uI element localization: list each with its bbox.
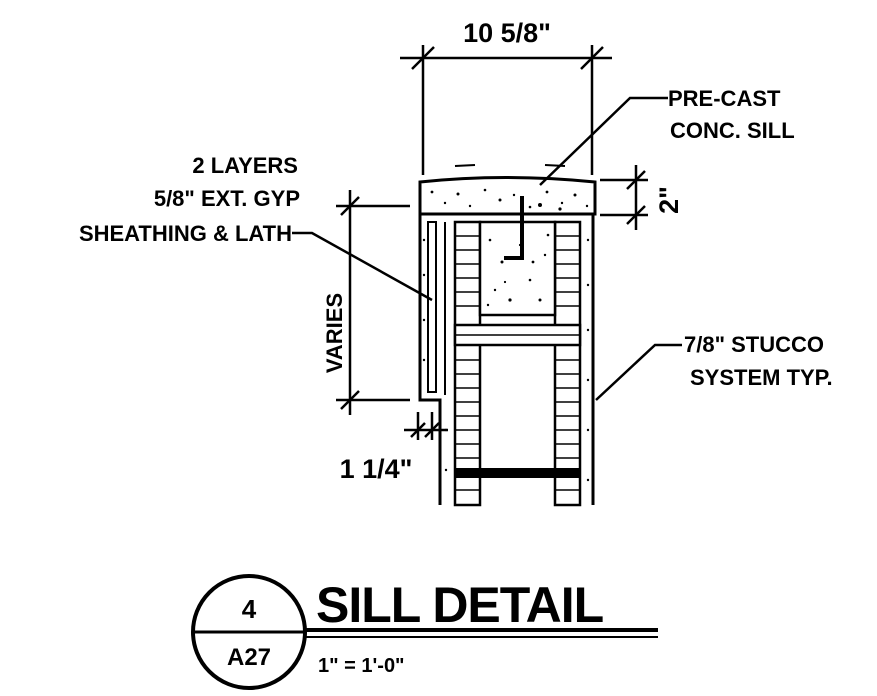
leaders (292, 96, 682, 401)
varies-dimension (336, 190, 410, 415)
sill-stipple (430, 188, 589, 211)
sill-height-dimension (600, 165, 648, 230)
gyp-note-line3: SHEATHING & LATH (79, 221, 292, 246)
precast-sill (418, 176, 597, 216)
width-dimension-label: 10 5/8" (463, 18, 551, 48)
gyp-note-line1: 2 LAYERS (192, 153, 298, 178)
gyp-note-line2: 5/8" EXT. GYP (154, 186, 300, 211)
detail-title: SILL DETAIL (316, 577, 603, 633)
precast-note-line2: CONC. SILL (670, 118, 795, 143)
stucco-note-line1: 7/8" STUCCO (684, 332, 824, 357)
stucco-stipple (422, 238, 590, 482)
varies-label: VARIES (322, 293, 347, 373)
detail-number: 4 (242, 594, 257, 624)
width-dimension (400, 45, 612, 175)
sheet-number: A27 (227, 644, 271, 671)
precast-note-line1: PRE-CAST (668, 86, 781, 111)
detail-bubble (191, 574, 307, 690)
stucco-note-line2: SYSTEM TYP. (690, 365, 833, 390)
wall-section (418, 164, 597, 507)
masonry-courses (455, 235, 580, 491)
grout-stipple (486, 233, 550, 307)
offset-label: 1 1/4" (340, 454, 413, 484)
sill-height-label: 2" (654, 186, 684, 214)
scale-label: 1" = 1'-0" (318, 655, 405, 677)
